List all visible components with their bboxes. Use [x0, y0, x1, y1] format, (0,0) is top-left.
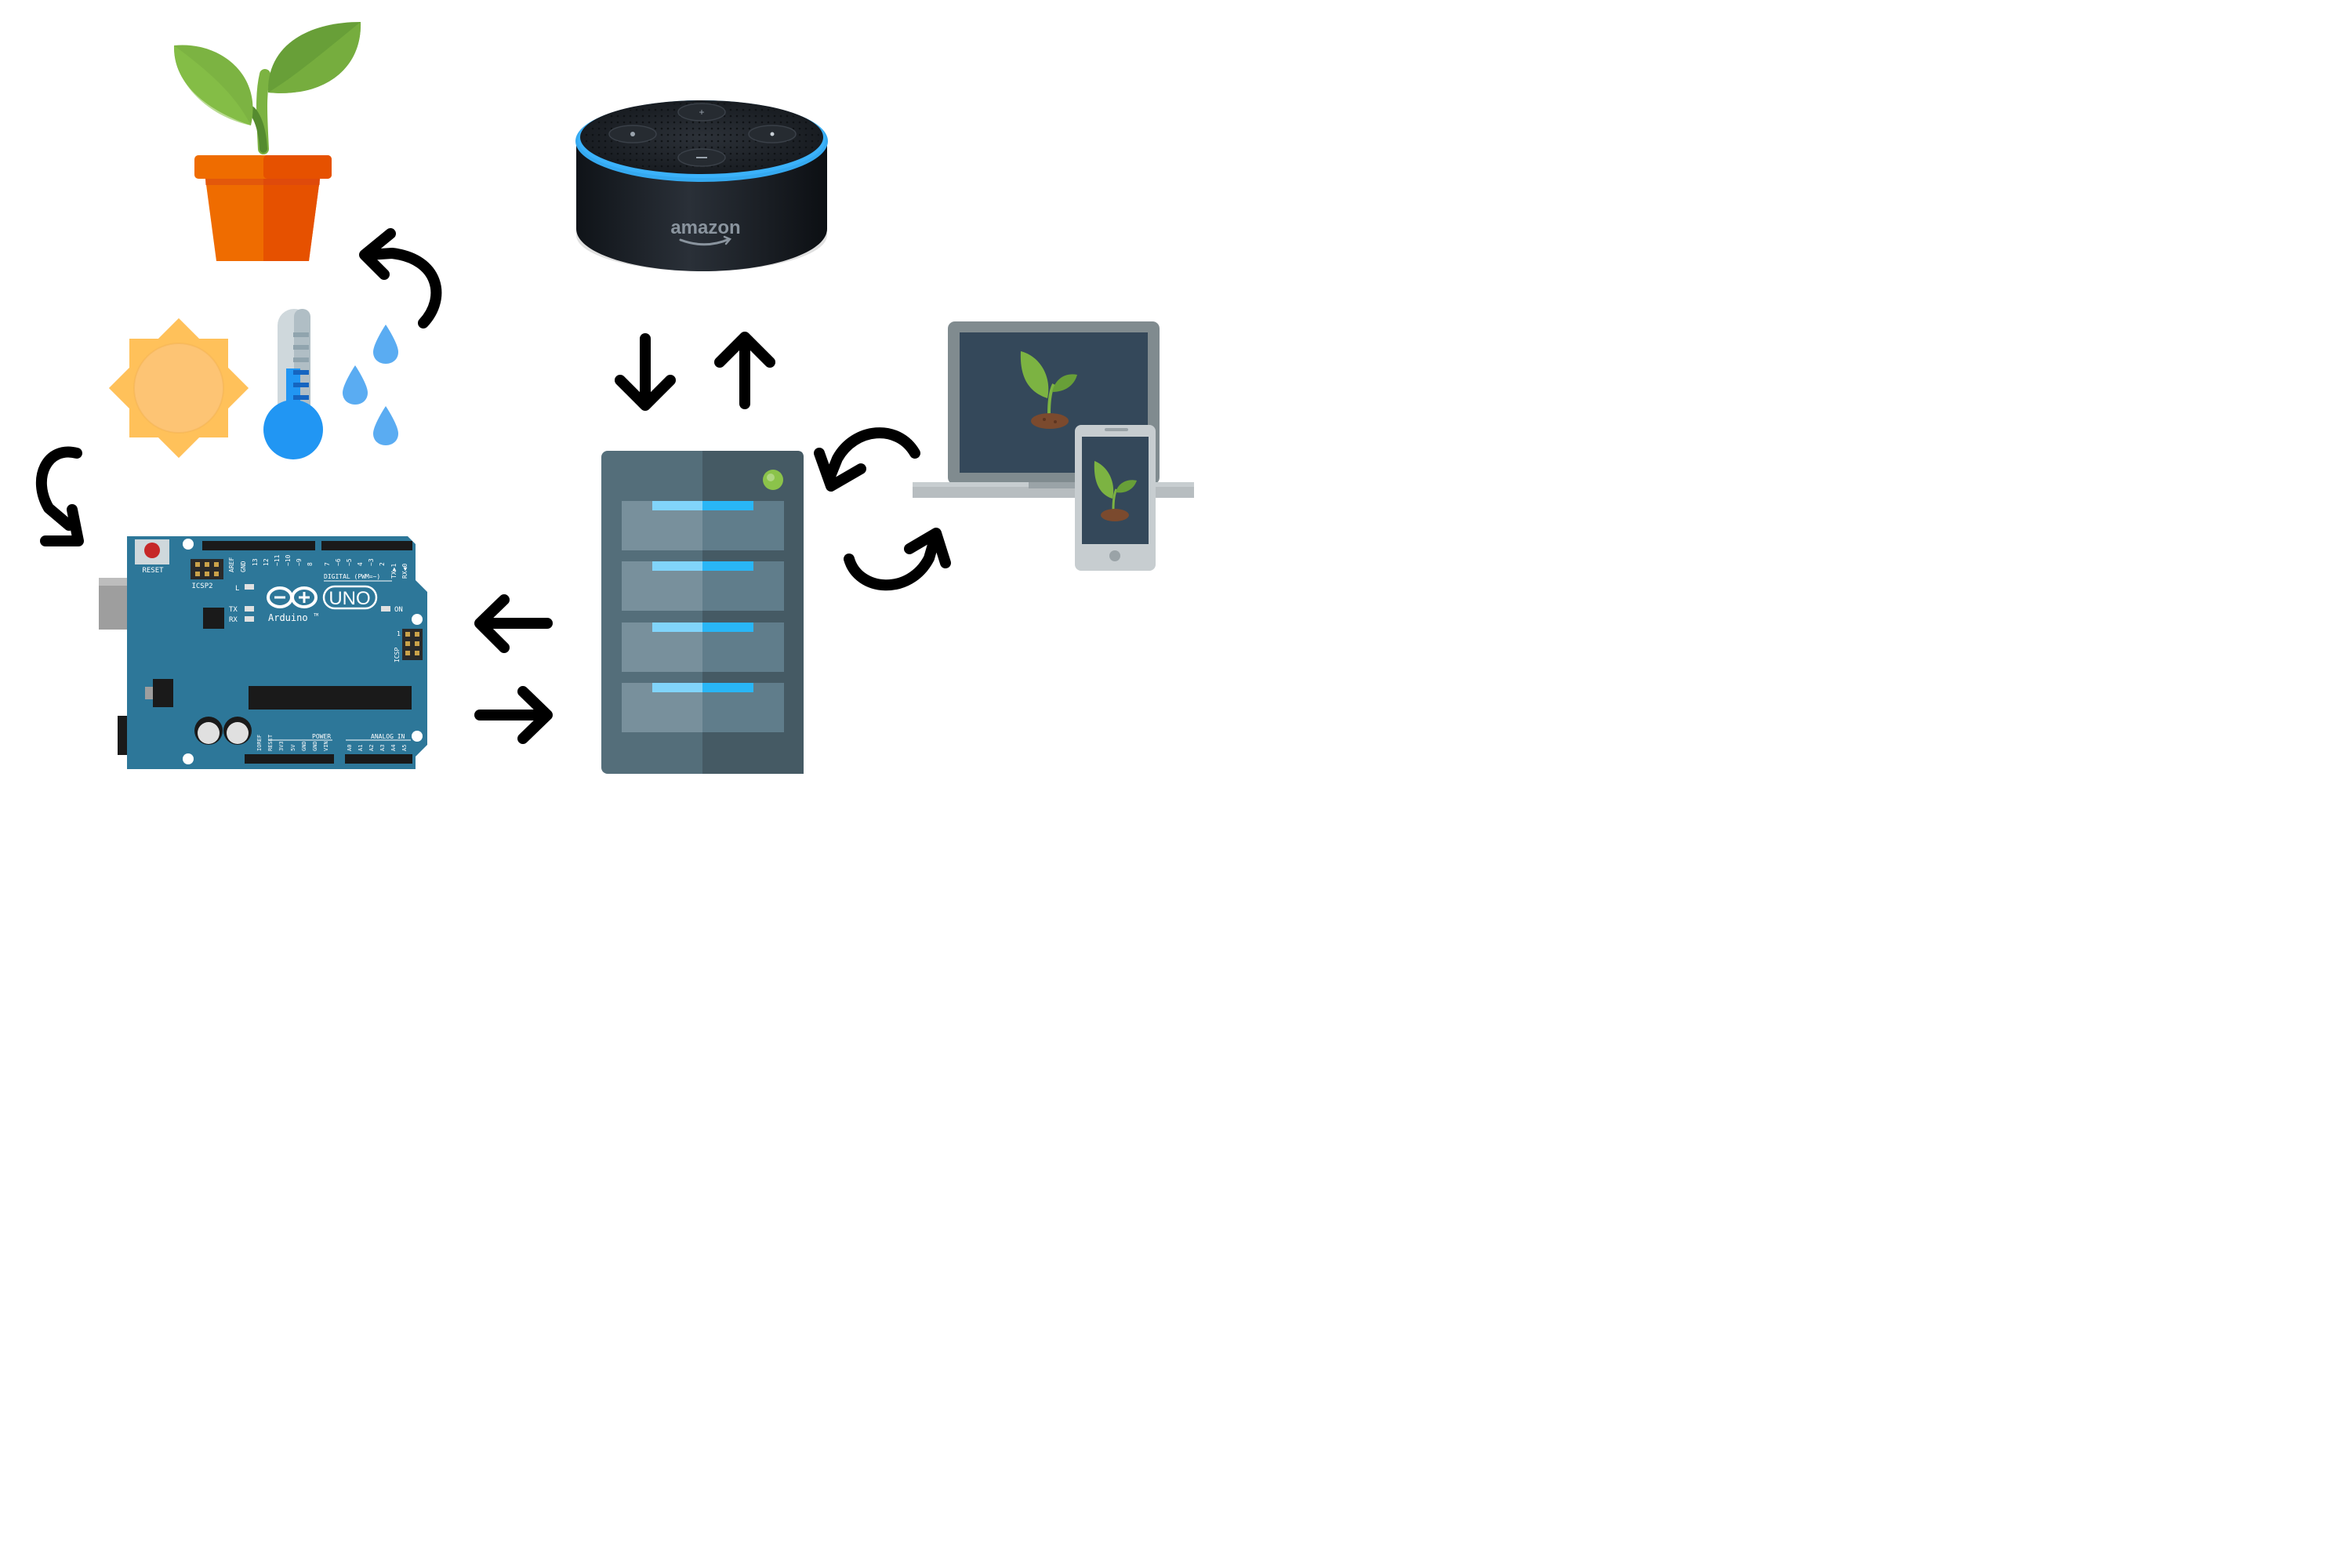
arduino-brand-label: Arduino — [268, 612, 308, 623]
pin-label-a3: A3 — [379, 745, 386, 751]
pin-label-3v3: 3V3 — [278, 741, 285, 751]
led-l-label: L — [235, 585, 239, 593]
server-icon — [601, 451, 804, 774]
pin-label-12: 12 — [263, 558, 270, 566]
pin-label-10: ~10 — [285, 554, 292, 566]
arrow-devices-to-server — [814, 427, 920, 492]
iot-plant-system-diagram: + amazon — [36, 22, 1194, 774]
arrow-server-to-echo — [714, 332, 775, 409]
pin-label-ioref: IOREF — [256, 735, 263, 751]
pin-label-vin: VIN — [323, 741, 329, 751]
pin-label-5: ~5 — [346, 558, 353, 566]
power-label: POWER — [312, 733, 331, 740]
pin-label-aref: AREF — [228, 557, 235, 572]
smartphone-icon — [1075, 425, 1156, 571]
pin-label-5v: 5V — [290, 744, 296, 751]
sun-icon — [108, 318, 249, 459]
icsp-label: ICSP — [394, 648, 401, 662]
pin-label-a4: A4 — [390, 745, 397, 751]
pin-label-a5: A5 — [401, 745, 408, 751]
pin-label-reset: RESET — [267, 734, 274, 751]
server-drive-bay — [622, 683, 784, 732]
icsp2-label: ICSP2 — [191, 583, 212, 590]
arrow-server-to-arduino — [474, 594, 553, 653]
server-drive-bay — [622, 501, 784, 550]
reset-label: RESET — [142, 567, 164, 575]
pin-label-9: ~9 — [296, 558, 303, 566]
svg-text:+: + — [699, 107, 704, 118]
sprout-icon — [1020, 351, 1077, 429]
analog-in-label: ANALOG IN — [371, 733, 405, 740]
water-drop-icon — [343, 325, 398, 445]
pin-label-13: 13 — [252, 558, 259, 566]
arduino-uno-board-icon: RESET ICSP2 AREF GND 13 12 ~11 ~10 ~9 8 … — [99, 536, 427, 769]
arduino-logo — [267, 586, 318, 608]
pin-label-tx: TX▶1 — [390, 564, 397, 579]
pin-label-3: ~3 — [368, 558, 375, 566]
arrow-arduino-to-server — [474, 686, 553, 744]
amazon-echo-dot-icon: + amazon — [575, 100, 828, 271]
led-tx-label: TX — [229, 606, 238, 614]
arrow-server-to-devices — [844, 528, 951, 591]
pin-label-gnd: GND — [240, 561, 247, 572]
thermometer-icon — [263, 309, 323, 459]
led-on-label: ON — [394, 606, 403, 614]
pin-label-a2: A2 — [368, 745, 375, 751]
server-drive-bay — [622, 622, 784, 672]
pin-label-6: ~6 — [335, 558, 342, 566]
led-rx-label: RX — [229, 616, 238, 624]
echo-brand-label: amazon — [670, 217, 740, 238]
server-drive-bay — [622, 561, 784, 611]
pin-label-gnd-2: GND — [312, 741, 318, 751]
pin-label-7: 7 — [324, 562, 331, 566]
digital-pwm-label: DIGITAL (PWM=~) — [324, 573, 380, 580]
pin-label-rx: RX◀0 — [401, 564, 408, 579]
arrow-echo-to-server — [615, 333, 676, 411]
plant-pot-icon — [173, 22, 361, 261]
trademark-label: TM — [314, 613, 318, 618]
pin-label-11: ~11 — [274, 554, 281, 566]
pin-label-a0: A0 — [347, 745, 353, 751]
pin-label-a1: A1 — [358, 745, 364, 751]
icsp-pin1-label: 1 — [397, 630, 401, 637]
pin-label-2: 2 — [379, 562, 386, 566]
uno-label: UNO — [328, 588, 370, 609]
arrow-sensors-to-arduino — [36, 446, 84, 546]
arrow-sensors-to-plant — [359, 228, 442, 328]
pin-label-gnd-1: GND — [301, 741, 307, 751]
pin-label-4: 4 — [357, 562, 364, 566]
sprout-icon — [1094, 461, 1137, 521]
pin-label-8: 8 — [307, 562, 314, 566]
